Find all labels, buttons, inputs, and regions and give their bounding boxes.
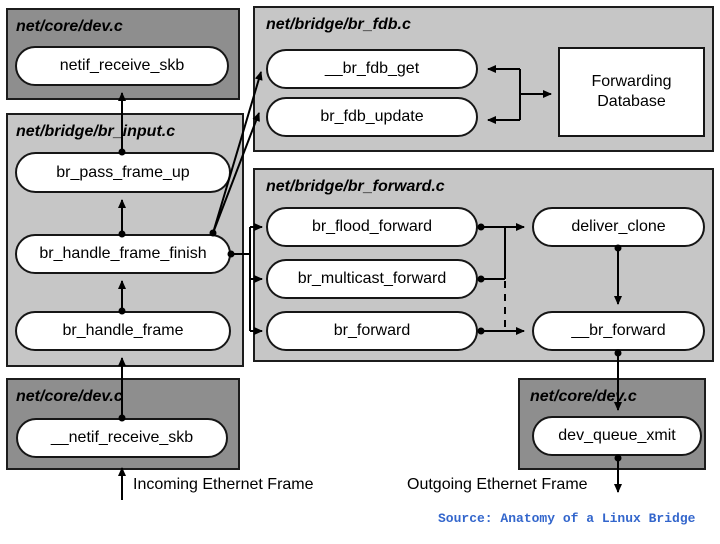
node-forwarding-database: Forwarding Database — [558, 47, 705, 137]
source-note: Source: Anatomy of a Linux Bridge — [438, 511, 696, 526]
node-br-multicast-forward: br_multicast_forward — [266, 259, 478, 299]
incoming-frame-label: Incoming Ethernet Frame — [133, 476, 314, 493]
node-br-forward-inner: __br_forward — [532, 311, 705, 351]
node-br-pass-frame-up: br_pass_frame_up — [15, 152, 231, 193]
node-dev-queue-xmit: dev_queue_xmit — [532, 416, 702, 456]
node-br-fdb-update: br_fdb_update — [266, 97, 478, 137]
node-br-handle-frame: br_handle_frame — [15, 311, 231, 351]
outgoing-frame-label: Outgoing Ethernet Frame — [407, 476, 588, 493]
file-title-br-fdb: net/bridge/br_fdb.c — [266, 16, 411, 33]
file-title-br-input: net/bridge/br_input.c — [16, 123, 176, 140]
node-deliver-clone: deliver_clone — [532, 207, 705, 247]
file-title-dev-top: net/core/dev.c — [16, 18, 123, 35]
file-title-dev-bottom-right: net/core/dev.c — [530, 388, 637, 405]
node-br-flood-forward: br_flood_forward — [266, 207, 478, 247]
file-title-br-forward: net/bridge/br_forward.c — [266, 178, 445, 195]
node-netif-receive-skb-inner: __netif_receive_skb — [16, 418, 228, 458]
node-br-fdb-get: __br_fdb_get — [266, 49, 478, 89]
node-br-forward: br_forward — [266, 311, 478, 351]
file-title-dev-bottom-left: net/core/dev.c — [16, 388, 123, 405]
node-br-handle-frame-finish: br_handle_frame_finish — [15, 234, 231, 274]
forwarding-database-label: Forwarding Database — [591, 73, 672, 110]
node-netif-receive-skb: netif_receive_skb — [15, 46, 229, 86]
